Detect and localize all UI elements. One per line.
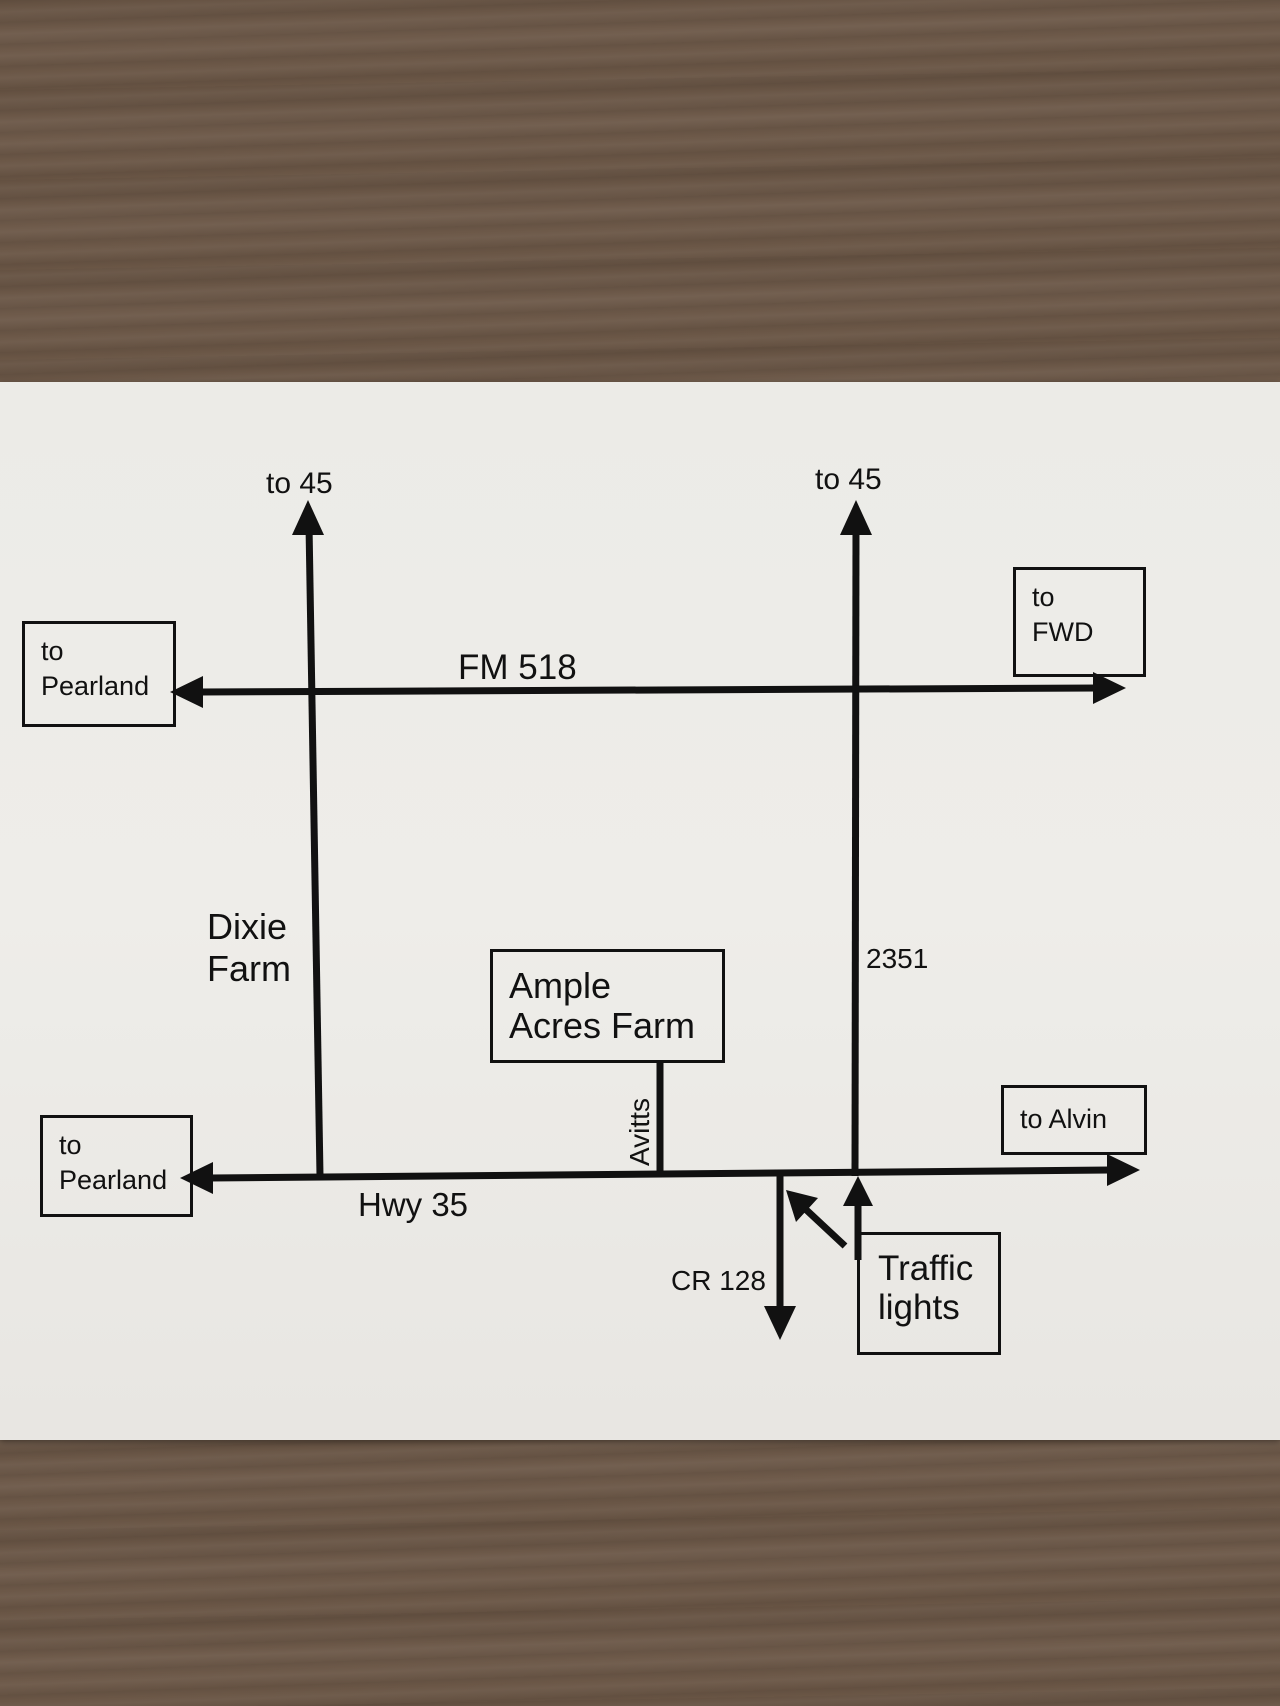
arrow-north-2351-icon bbox=[840, 500, 872, 535]
box-to-pearland-bottom-line1: to bbox=[59, 1130, 82, 1160]
box-to-alvin: to Alvin bbox=[1001, 1085, 1147, 1155]
road-fm-518 bbox=[199, 684, 1101, 696]
label-hwy-35: Hwy 35 bbox=[358, 1186, 469, 1223]
label-dixie-farm: Dixie Farm bbox=[207, 906, 291, 991]
road-2351 bbox=[851, 524, 860, 1177]
arrow-west-hwy35-icon bbox=[180, 1162, 213, 1194]
label-2351: 2351 bbox=[866, 943, 929, 974]
label-dixie-farm-line2: Farm bbox=[207, 948, 291, 990]
label-dixie-farm-line1: Dixie bbox=[207, 906, 288, 947]
map-paper bbox=[0, 382, 1280, 1440]
arrow-east-fm518-icon bbox=[1093, 672, 1126, 704]
label-avitts: Avitts bbox=[624, 1098, 655, 1166]
box-traffic-lights-line1: Traffic bbox=[878, 1249, 974, 1288]
label-to-45-right: to 45 bbox=[815, 463, 882, 496]
arrow-north-dixie-icon bbox=[292, 500, 324, 535]
box-ample-acres-farm-line2: Acres Farm bbox=[509, 1005, 696, 1047]
road-dixie-farm bbox=[305, 524, 324, 1177]
traffic-arrow-diag-stem bbox=[797, 1201, 848, 1249]
box-to-pearland-top: to Pearland bbox=[22, 621, 176, 727]
box-to-pearland-top-line1: to bbox=[41, 636, 64, 666]
label-fm-518: FM 518 bbox=[458, 648, 577, 687]
box-to-pearland-bottom: to Pearland bbox=[40, 1115, 193, 1217]
label-to-45-left: to 45 bbox=[266, 467, 333, 500]
road-hwy-35 bbox=[209, 1166, 1111, 1182]
arrow-south-cr128-icon bbox=[764, 1306, 796, 1340]
box-to-fwd: to FWD bbox=[1013, 567, 1146, 677]
box-to-fwd-line1: to bbox=[1032, 582, 1055, 612]
box-to-pearland-bottom-line2: Pearland bbox=[59, 1165, 168, 1196]
box-ample-acres-farm: Ample Acres Farm bbox=[490, 949, 725, 1063]
arrow-diagonal-traffic-icon bbox=[786, 1190, 818, 1222]
arrow-west-fm518-icon bbox=[170, 676, 203, 708]
box-traffic-lights: Traffic lights bbox=[857, 1232, 1001, 1355]
box-to-fwd-line2: FWD bbox=[1032, 617, 1094, 648]
label-cr-128: CR 128 bbox=[671, 1265, 766, 1296]
box-to-pearland-top-line2: Pearland bbox=[41, 671, 150, 702]
box-ample-acres-farm-line1: Ample bbox=[509, 965, 612, 1006]
box-to-alvin-line1: to Alvin bbox=[1020, 1104, 1108, 1134]
arrow-east-hwy35-icon bbox=[1107, 1154, 1140, 1186]
box-traffic-lights-line2: lights bbox=[878, 1288, 960, 1328]
arrow-up-traffic-icon bbox=[843, 1176, 873, 1206]
